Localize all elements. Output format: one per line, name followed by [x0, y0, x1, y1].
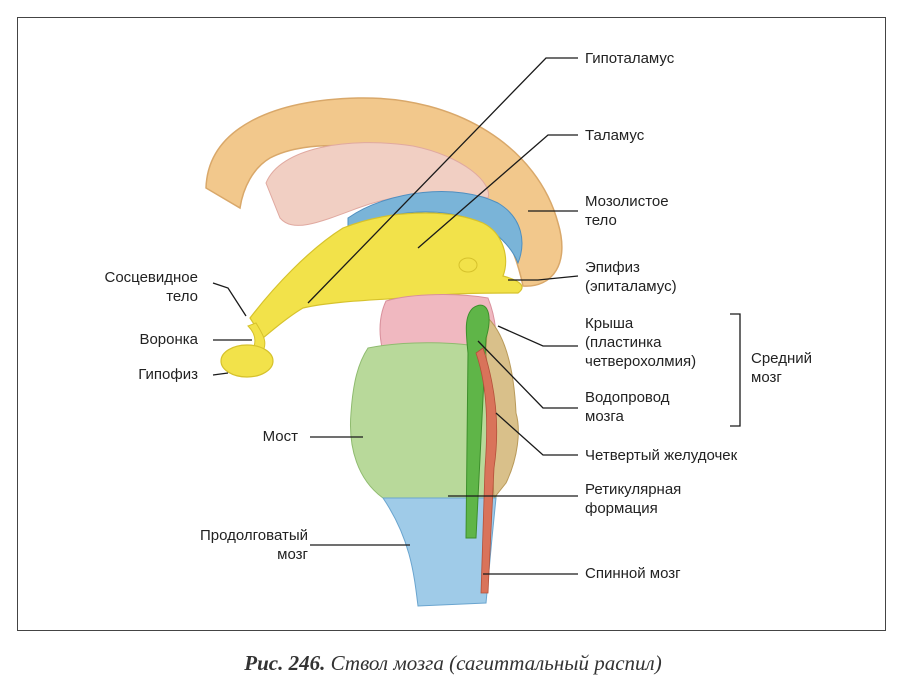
label-medulla-line2: мозг — [277, 546, 308, 563]
label-epiphysis-line1: Эпифиз — [585, 259, 640, 276]
label-infundibulum: Воронка — [139, 331, 198, 348]
label-reticular-line1: Ретикулярная — [585, 481, 682, 498]
leader-thalamus — [417, 134, 578, 249]
label-aqueduct-line2: мозга — [585, 408, 624, 425]
leader-tectum — [497, 325, 578, 347]
label-thalamus: Таламус — [585, 127, 645, 144]
label-pons: Мост — [262, 428, 298, 445]
leader-lines — [212, 57, 741, 575]
label-epiphysis-line2: (эпиталамус) — [585, 278, 677, 295]
epiphysis-shape — [458, 257, 478, 273]
leader-aqueduct — [477, 340, 578, 409]
label-spinal-cord: Спинной мозг — [585, 565, 681, 582]
label-fourth-ventricle: Четвертый желудочек — [585, 447, 738, 464]
label-medulla: Продолговатый мозг — [148, 526, 308, 564]
label-hypothalamus: Гипоталамус — [585, 50, 675, 67]
label-aqueduct: Водопровод мозга — [585, 388, 670, 426]
septum-shape — [265, 142, 490, 226]
label-corpus-callosum-line1: Мозолистое — [585, 193, 669, 210]
pituitary-shape — [220, 344, 274, 378]
label-midbrain-line1: Средний — [751, 350, 812, 367]
figure-caption: Рис. 246. Ствол мозга (сагиттальный расп… — [0, 651, 906, 676]
leader-hypothalamus — [307, 57, 578, 304]
fornix-shape — [347, 191, 523, 265]
label-tectum-line3: четверохолмия) — [585, 353, 697, 370]
brainstem-illustration — [205, 57, 741, 607]
label-mammillary-line2: тело — [166, 288, 198, 305]
label-tectum: Крыша (пластинка четверохолмия) — [585, 314, 696, 371]
label-midbrain-line2: мозг — [751, 369, 782, 386]
leader-mammillary — [212, 282, 247, 317]
label-corpus-callosum: Мозолистое тело — [585, 192, 669, 230]
label-reticular: Ретикулярная формация — [585, 480, 681, 518]
corpus-callosum-shape — [205, 97, 563, 287]
label-mammillary: Сосцевидное тело — [68, 268, 198, 306]
leader-pituitary — [212, 372, 229, 376]
medulla-shape — [382, 497, 497, 607]
pons-shape — [349, 342, 497, 499]
label-pituitary: Гипофиз — [138, 366, 198, 383]
label-tectum-line1: Крыша — [585, 315, 634, 332]
label-aqueduct-line1: Водопровод — [585, 389, 670, 406]
fourth-ventricle-shape — [475, 347, 498, 594]
caption-text: Ствол мозга (сагиттальный распил) — [330, 651, 662, 675]
label-reticular-line2: формация — [585, 500, 658, 517]
label-epiphysis: Эпифиз (эпиталамус) — [585, 258, 677, 296]
leader-fourth-ventricle — [495, 412, 578, 456]
label-corpus-callosum-line2: тело — [585, 212, 617, 229]
label-tectum-line2: (пластинка — [585, 334, 662, 351]
caption-prefix: Рис. 246. — [244, 651, 326, 675]
midbrain-bracket — [730, 313, 741, 427]
leader-epiphysis — [508, 275, 579, 281]
label-mammillary-line1: Сосцевидное — [104, 269, 198, 286]
figure-frame: Гипоталамус Таламус Мозолистое тело Эпиф… — [17, 17, 886, 631]
label-midbrain: Средний мозг — [751, 349, 812, 387]
label-medulla-line1: Продолговатый — [200, 527, 308, 544]
